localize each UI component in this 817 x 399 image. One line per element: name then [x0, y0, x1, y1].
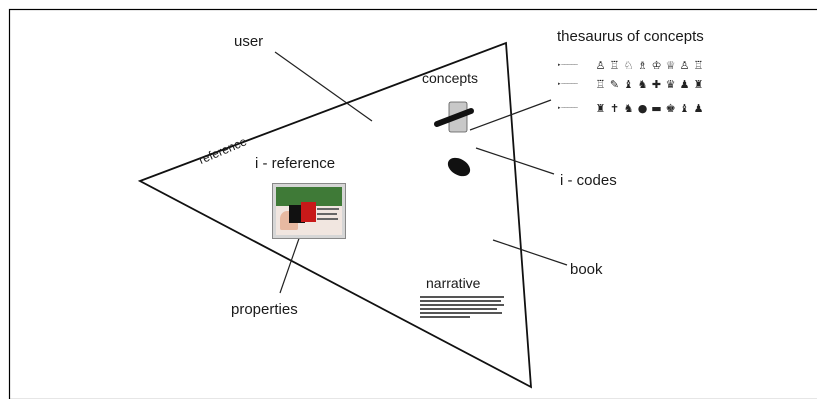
concept-glyph-icon: ♗: [637, 58, 648, 72]
label-user: user: [234, 33, 264, 50]
label-i-codes: i - codes: [560, 172, 617, 189]
concept-glyph-icon: ♝: [623, 77, 634, 91]
concept-glyph-icon: ♞: [623, 101, 634, 115]
label-thesaurus: thesaurus of concepts: [557, 28, 704, 45]
concept-glyph-icon: ♜: [595, 101, 606, 115]
thesaurus-pointer-line: [469, 99, 552, 131]
user-pointer-line: [274, 51, 373, 122]
label-properties: properties: [231, 301, 298, 318]
concepts-icon: [434, 101, 474, 133]
concept-glyph-icon: ✚: [651, 77, 662, 91]
label-narrative: narrative: [426, 275, 481, 291]
label-book: book: [570, 261, 603, 278]
i-reference-image: [272, 183, 346, 239]
concept-glyph-icon: ♖: [693, 58, 704, 72]
thesaurus-row-key: ▸ ─────: [558, 105, 578, 111]
concept-glyph-icon: ♝: [679, 101, 690, 115]
thesaurus-row-key: ▸ ─────: [558, 62, 578, 68]
concept-glyph-icon: ♞: [637, 77, 648, 91]
concept-glyph-icon: ♟: [679, 77, 690, 91]
concept-glyph-icon: ♛: [665, 77, 676, 91]
concept-glyph-icon: ♖: [609, 58, 620, 72]
thesaurus-row: ▸ ───── ♜✝♞●▬♚♝♟: [558, 100, 704, 116]
outer-frame: [8, 8, 817, 399]
concept-glyph-icon: ♟: [693, 101, 704, 115]
concept-glyph-icon: ♙: [595, 58, 606, 72]
concept-glyph-icon: ✝: [609, 101, 620, 115]
concept-glyph-icon: ♚: [665, 101, 676, 115]
concept-glyph-icon: ♔: [651, 58, 662, 72]
thesaurus-row-key: ▸ ─────: [558, 81, 578, 87]
triangle: [137, 41, 533, 389]
concept-glyph-icon: ♙: [679, 58, 690, 72]
thesaurus-row: ▸ ─────♙♖♘♗♔♕♙♖: [558, 57, 704, 73]
concept-glyph-icon: ♕: [665, 58, 676, 72]
concept-glyph-icon: ♜: [693, 77, 704, 91]
concept-glyph-icon: ●: [637, 101, 648, 115]
label-i-reference: i - reference: [255, 155, 336, 172]
book-pointer-line: [492, 239, 568, 266]
narrative-text-block: [420, 296, 504, 320]
concept-glyph-icon: ✎: [609, 77, 620, 91]
concept-glyph-icon: ▬: [651, 101, 662, 115]
concept-glyph-icon: ♖: [595, 77, 606, 91]
thesaurus-row: ▸ ───── ♖✎♝♞✚♛♟♜: [558, 76, 704, 92]
label-concepts: concepts: [422, 70, 479, 86]
concept-glyph-icon: ♘: [623, 58, 634, 72]
i-codes-icon: [447, 157, 471, 177]
i-codes-pointer-line: [475, 147, 555, 175]
